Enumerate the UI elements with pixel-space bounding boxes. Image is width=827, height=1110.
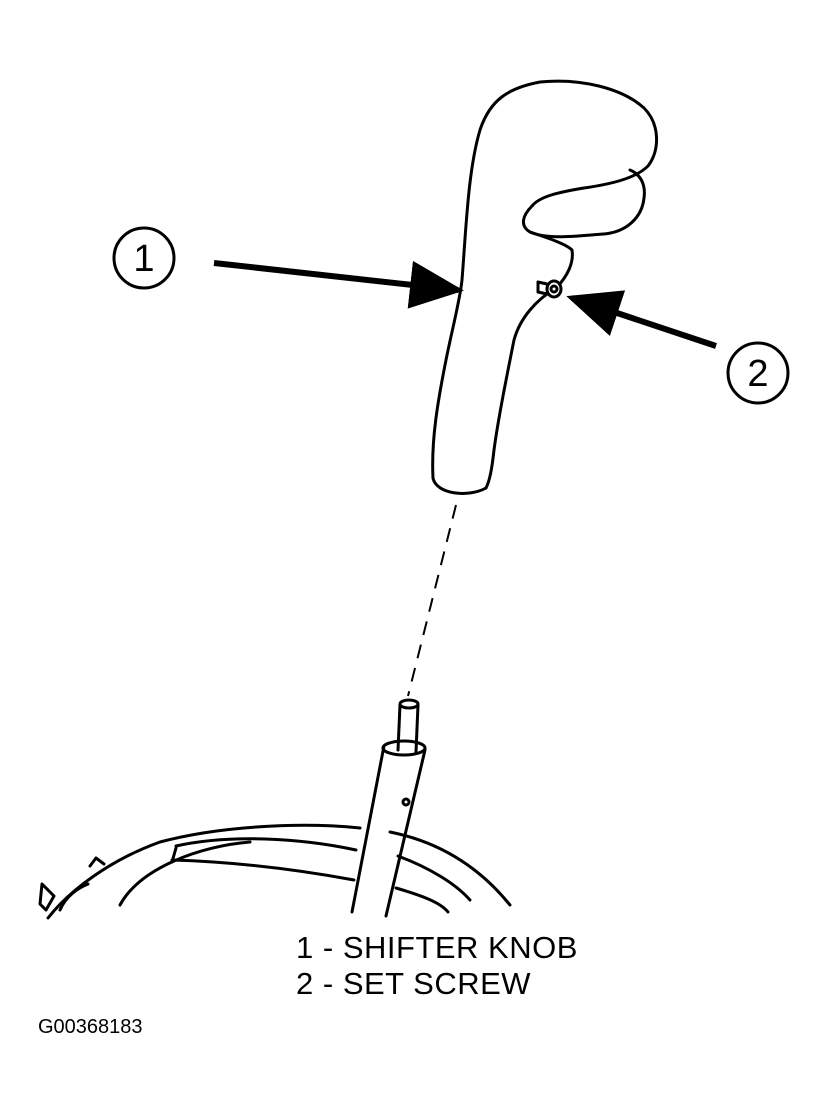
legend-row-1-label: SHIFTER KNOB — [342, 930, 578, 965]
callout-1: 1 — [112, 226, 464, 309]
legend-row-1-separator: - — [322, 930, 334, 965]
callout-2-number: 2 — [747, 353, 768, 395]
legend-row-2: 2 - SET SCREW — [296, 966, 578, 1002]
figure-id: G00368183 — [38, 1016, 143, 1038]
legend-row-2-label: SET SCREW — [342, 966, 532, 1001]
legend-row-2-separator: - — [322, 966, 334, 1001]
legend-row-1: 1 - SHIFTER KNOB — [296, 930, 578, 966]
legend-row-1-number: 1 — [296, 930, 314, 965]
callout-1-arrow — [213, 260, 464, 309]
shifter-lever-illustration — [38, 698, 512, 920]
legend: 1 - SHIFTER KNOB 2 - SET SCREW — [296, 930, 578, 1002]
legend-row-2-number: 2 — [296, 966, 314, 1001]
callout-2-arrow — [566, 290, 717, 349]
callout-1-number: 1 — [133, 238, 154, 280]
callout-2-circle — [726, 341, 790, 405]
assembly-centerline — [407, 504, 457, 697]
callout-1-circle — [112, 226, 176, 290]
callout-2: 2 — [566, 290, 790, 405]
shifter-knob-illustration — [431, 79, 659, 495]
